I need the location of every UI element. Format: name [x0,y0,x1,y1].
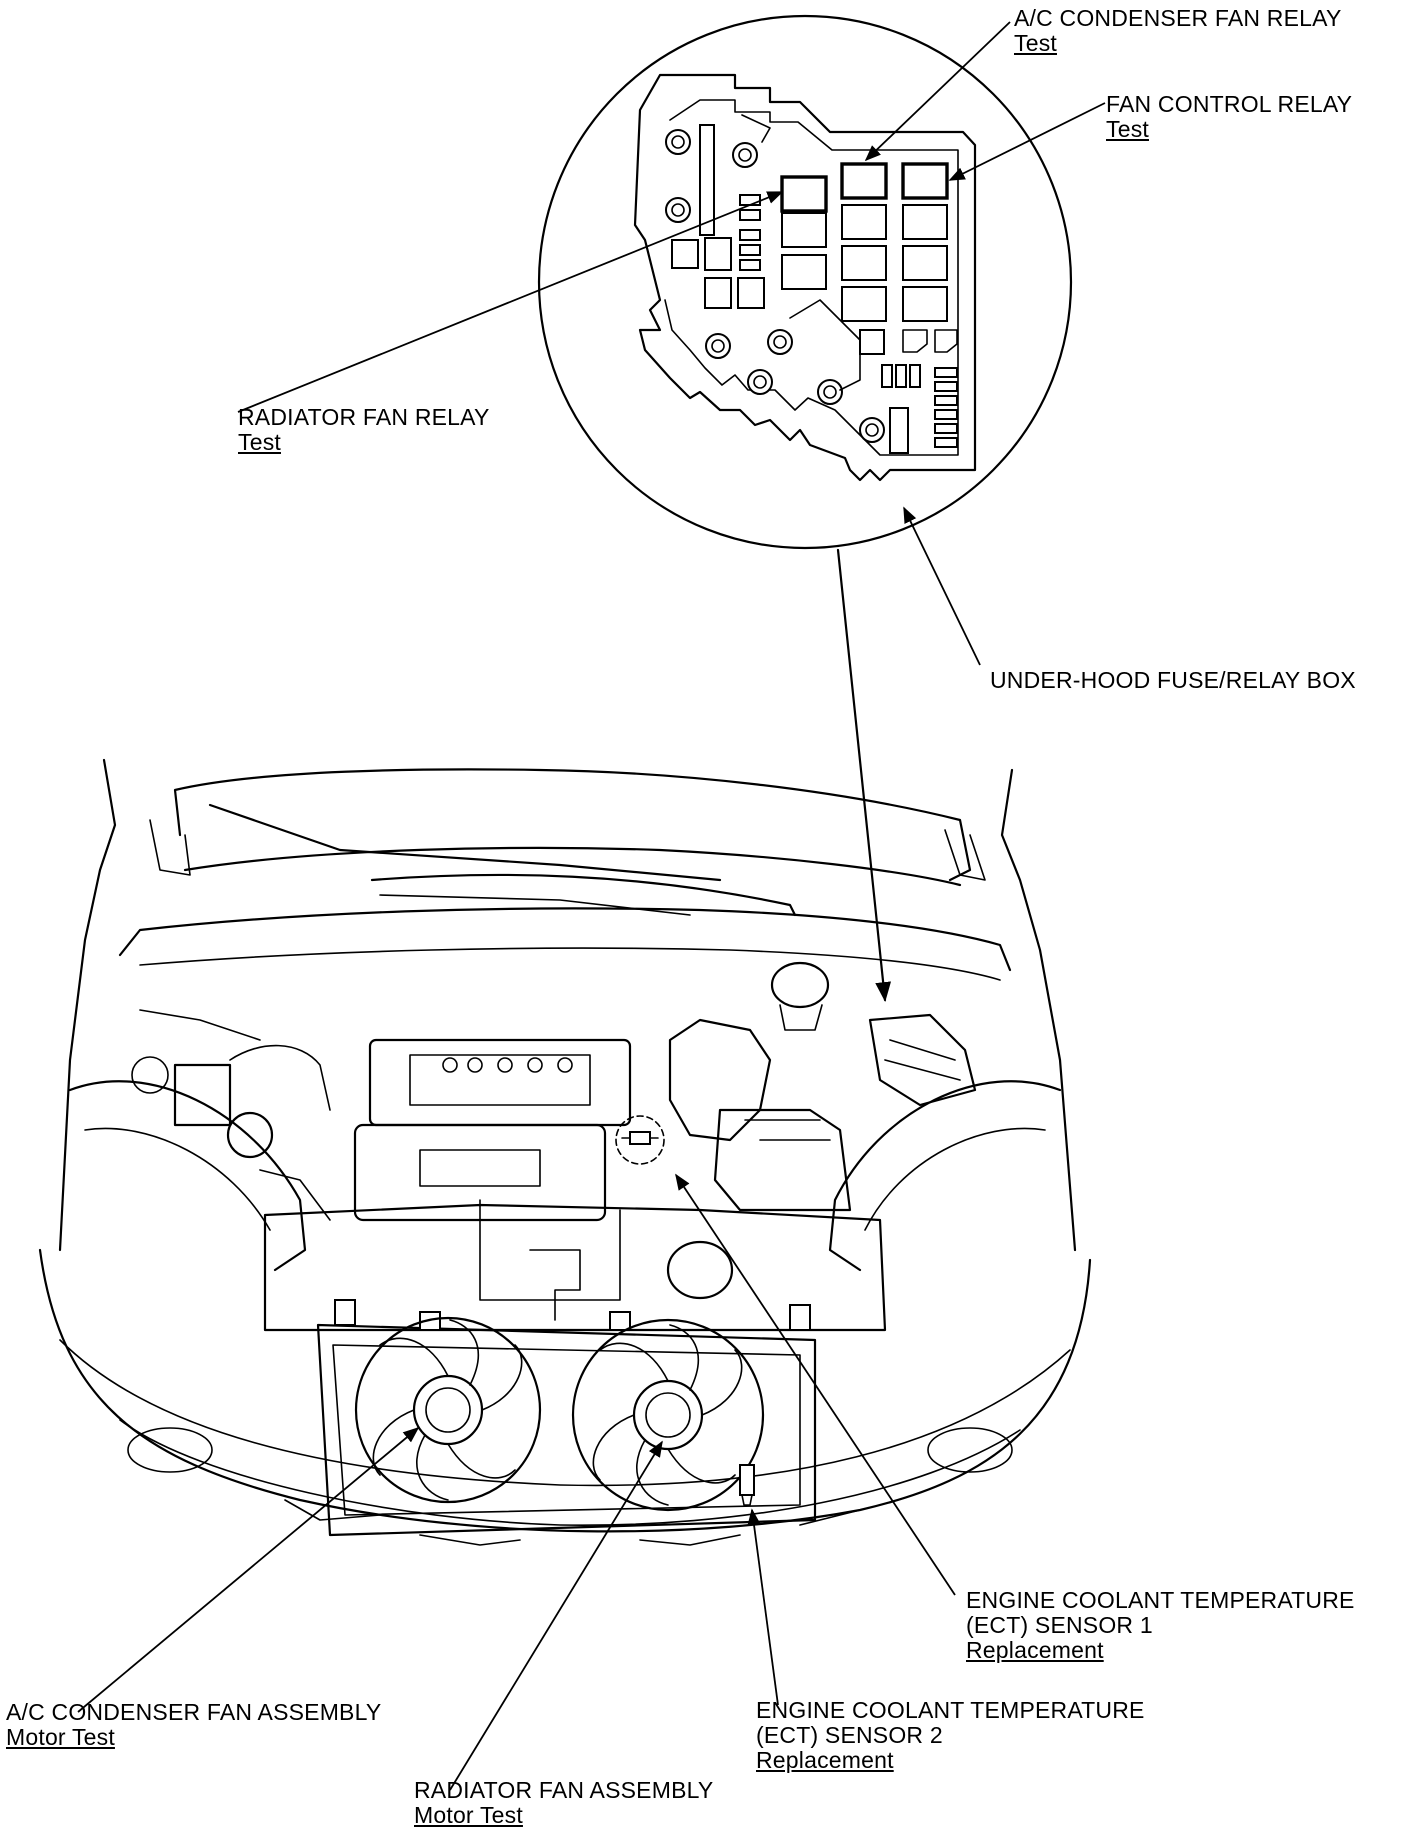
ac-condenser-fan-relay-callout: A/C CONDENSER FAN RELAY Test [1014,6,1342,56]
bolt [817,379,843,405]
vehicle-front-illustration [38,758,1092,1546]
bolt [747,369,773,395]
fan-control-relay-slot [901,162,949,200]
ect-sensor-1-title-line1: ENGINE COOLANT TEMPERATURE [966,1587,1355,1613]
ect-sensor-1-replacement-link[interactable]: Replacement [966,1637,1104,1663]
radiator-core [316,1323,817,1537]
mount-bushing [334,1299,811,1331]
radiator-fan-assembly-motor-test-link[interactable]: Motor Test [414,1802,523,1828]
battery [713,1108,852,1212]
ac-condenser-fan-relay-slot [840,162,888,200]
ac-condenser-fan-assembly-title: A/C CONDENSER FAN ASSEMBLY [6,1699,382,1725]
fan-control-relay-test-link[interactable]: Test [1106,116,1149,142]
ect-sensor-2 [739,1464,755,1506]
radiator-fan-relay-slot [780,175,828,213]
radiator-fan-assembly-title: RADIATOR FAN ASSEMBLY [414,1777,714,1803]
bolt [665,129,691,155]
under-hood-fuse-relay-box [868,1013,977,1107]
ac-condenser-fan-assembly-callout: A/C CONDENSER FAN ASSEMBLY Motor Test [6,1700,381,1750]
bolt [767,329,793,355]
ac-condenser-fan-assembly-motor-test-link[interactable]: Motor Test [6,1724,115,1750]
radiator-fan-relay-callout: RADIATOR FAN RELAY Test [238,405,490,455]
ac-condenser-fan-relay-leader [864,21,1011,162]
ac-condenser-fan [354,1316,542,1504]
radiator-fan-relay-test-link[interactable]: Test [238,429,281,455]
fan-control-relay-callout: FAN CONTROL RELAY Test [1106,92,1352,142]
ect-sensor-1 [615,1115,665,1165]
ac-condenser-fan-assembly-leader [77,1426,420,1713]
ac-condenser-fan-relay-title: A/C CONDENSER FAN RELAY [1014,5,1342,31]
under-hood-box-title: UNDER-HOOD FUSE/RELAY BOX [990,667,1356,693]
fuse-box-detail-circle [537,14,1073,550]
radiator-cap [666,1240,734,1300]
radiator-fan-assembly-leader [449,1440,663,1791]
bolt [732,142,758,168]
detail-connector-arrow [836,548,892,1002]
radiator-fan-assembly-callout: RADIATOR FAN ASSEMBLY Motor Test [414,1778,713,1828]
fan-control-relay-leader [948,102,1106,181]
ect-sensor-2-leader [747,1508,779,1706]
ect-sensor-1-leader [675,1173,956,1596]
fog-light [927,1427,1013,1473]
ect-sensor-1-callout: ENGINE COOLANT TEMPERATURE (ECT) SENSOR … [966,1588,1355,1663]
ect-sensor-2-title-line1: ENGINE COOLANT TEMPERATURE [756,1697,1145,1723]
bolt [705,333,731,359]
bolt [859,417,885,443]
radiator-fan-relay-title: RADIATOR FAN RELAY [238,404,490,430]
radiator-fan-relay-leader [237,191,784,413]
fan-control-relay-title: FAN CONTROL RELAY [1106,91,1353,117]
ect-sensor-2-callout: ENGINE COOLANT TEMPERATURE (ECT) SENSOR … [756,1698,1145,1773]
under-hood-box-leader [903,506,981,666]
bolt [665,197,691,223]
ect-sensor-2-title-line2: (ECT) SENSOR 2 [756,1722,943,1748]
engine-cover [368,1038,632,1127]
ac-condenser-fan-relay-test-link[interactable]: Test [1014,30,1057,56]
ect-sensor-1-title-line2: (ECT) SENSOR 1 [966,1612,1153,1638]
under-hood-box-callout: UNDER-HOOD FUSE/RELAY BOX [990,668,1356,693]
fog-light [127,1427,213,1473]
radiator-fan [571,1318,765,1512]
ect-sensor-2-replacement-link[interactable]: Replacement [756,1747,894,1773]
